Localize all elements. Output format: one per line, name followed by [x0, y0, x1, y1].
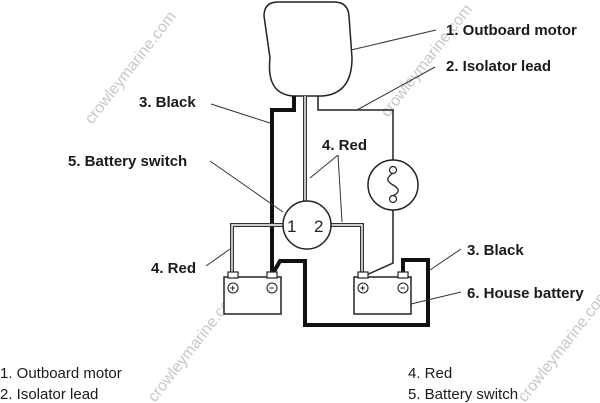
- callout-battery-switch: 5. Battery switch: [68, 153, 187, 170]
- isolator-bulb-icon: [367, 159, 419, 211]
- black-wire-battery-link: [270, 258, 430, 327]
- outboard-motor-shape: [263, 1, 353, 97]
- legend-item: 4. Red: [408, 365, 452, 382]
- red-wire-left: [230, 223, 284, 275]
- callout-outboard-motor: 1. Outboard motor: [446, 22, 577, 39]
- starting-battery: + −: [223, 271, 282, 315]
- callout-red-left: 4. Red: [151, 260, 196, 277]
- positive-terminal-icon: +: [230, 283, 235, 293]
- legend-item: 1. Outboard motor: [0, 365, 122, 382]
- callout-isolator-lead: 2. Isolator lead: [446, 58, 551, 75]
- red-wire-right: [330, 223, 364, 275]
- callout-red-center: 4. Red: [322, 137, 367, 154]
- black-wire-left: [270, 96, 296, 272]
- house-battery: + −: [353, 271, 412, 315]
- isolator-lead-lower: [361, 210, 394, 278]
- callout-house-battery: 6. House battery: [467, 285, 584, 302]
- negative-terminal-icon: −: [400, 283, 405, 293]
- positive-terminal-icon: +: [360, 283, 365, 293]
- callout-black-right: 3. Black: [467, 242, 524, 259]
- legend-item: 5. Battery switch: [408, 386, 518, 403]
- switch-position-2: 2: [314, 217, 323, 236]
- switch-position-1: 1: [287, 217, 296, 236]
- isolator-lead-wire: [317, 96, 394, 160]
- watermark-bottom-right: crowleymarine.com: [515, 286, 600, 403]
- callout-black-upper: 3. Black: [139, 94, 196, 111]
- legend-item: 2. Isolator lead: [0, 386, 98, 403]
- battery-switch: 1 2: [282, 200, 332, 250]
- negative-terminal-icon: −: [269, 283, 274, 293]
- legend: 1. Outboard motor 2. Isolator lead 4. Re…: [0, 365, 518, 403]
- leader-lines: [205, 29, 462, 305]
